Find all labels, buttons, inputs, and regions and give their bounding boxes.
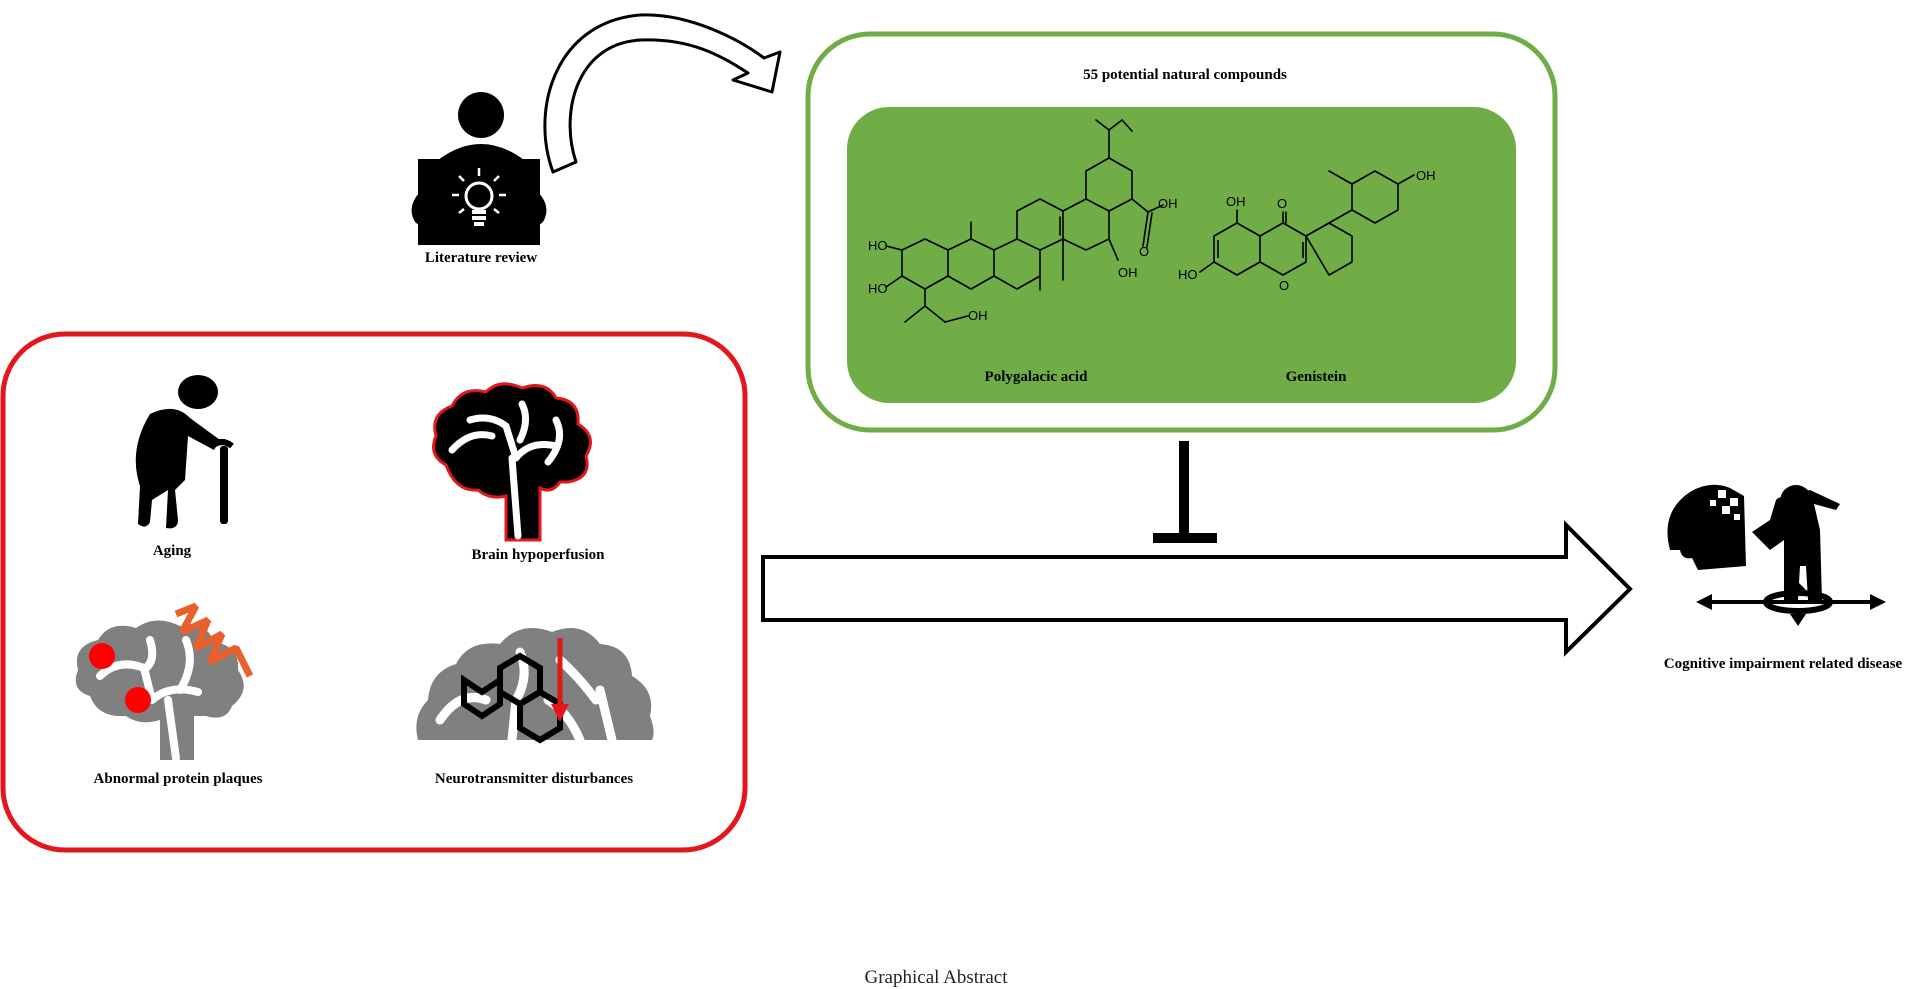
- genistein-label: Genistein: [1286, 369, 1347, 385]
- elderly-person-icon: [135, 375, 234, 529]
- genistein-ho-7: HO: [1178, 267, 1198, 282]
- outcome-group: Cognitive impairment related disease: [1664, 484, 1903, 672]
- compounds-panel: 55 potential natural compounds: [805, 31, 1558, 433]
- literature-review-group: Literature review: [411, 92, 547, 266]
- polygalacic-ho-2: HO: [868, 281, 888, 296]
- compounds-inner-panel: [847, 107, 1516, 403]
- genistein-structure: OH O OH HO O: [1178, 168, 1436, 293]
- polygalacic-oh-chain: OH: [968, 308, 988, 323]
- figure-caption: Graphical Abstract: [865, 967, 1009, 988]
- polygalacic-ho-1: HO: [868, 238, 888, 253]
- cognitive-impairment-icon: [1667, 484, 1886, 626]
- polygalacic-oh-carboxyl: OH: [1158, 196, 1178, 211]
- abnormal-protein-plaques-label: Abnormal protein plaques: [94, 771, 263, 787]
- genistein-oh-5: OH: [1226, 194, 1246, 209]
- curved-arrow: [543, 13, 782, 174]
- polygalacic-acid-label: Polygalacic acid: [985, 369, 1089, 385]
- inhibition-bar: [1153, 441, 1217, 543]
- compounds-title: 55 potential natural compounds: [1083, 67, 1287, 83]
- genistein-o-ring: O: [1279, 278, 1289, 293]
- neurotransmitter-brain-icon: [416, 628, 654, 745]
- progression-arrow: [761, 520, 1633, 657]
- polygalacic-oh-ring: OH: [1118, 265, 1138, 280]
- cognitive-impairment-label: Cognitive impairment related disease: [1664, 656, 1903, 672]
- reader-with-lightbulb-icon: [411, 92, 547, 245]
- neurotransmitter-disturbances-label: Neurotransmitter disturbances: [435, 771, 633, 787]
- brain-hypoperfusion-icon: [432, 382, 592, 542]
- literature-review-label: Literature review: [425, 250, 537, 266]
- causes-panel: Aging Brain hypoperfusion Abnormal prote…: [0, 331, 748, 853]
- genistein-o-carbonyl: O: [1277, 196, 1287, 211]
- protein-plaque-brain-icon: [75, 602, 254, 762]
- polygalacic-acid-structure: HO HO OH OH OH O: [868, 119, 1178, 323]
- genistein-oh-4prime: OH: [1416, 168, 1436, 183]
- brain-hypoperfusion-label: Brain hypoperfusion: [472, 547, 606, 563]
- polygalacic-o-carbonyl: O: [1139, 244, 1149, 259]
- aging-label: Aging: [153, 543, 192, 559]
